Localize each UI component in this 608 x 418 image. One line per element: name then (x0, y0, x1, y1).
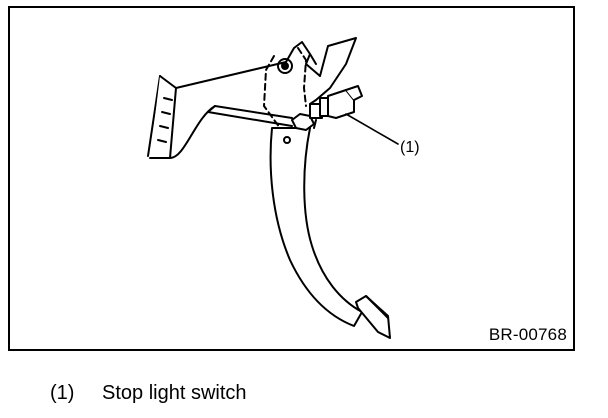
figure-code: BR-00768 (488, 325, 567, 344)
hidden-line (297, 47, 307, 107)
brake-pedal-illustration: (1) (147, 37, 420, 339)
legend: (1) Stop light switch (50, 382, 247, 405)
pedal-lever (269, 127, 363, 327)
callout-label: (1) (400, 139, 420, 156)
pivot-bolt (277, 58, 293, 74)
callout-leader-line (345, 113, 399, 145)
figure-frame: (1) BR-00768 (8, 6, 575, 351)
stop-light-switch (291, 85, 363, 131)
legend-text: Stop light switch (102, 382, 247, 404)
legend-number: (1) (50, 382, 75, 404)
pedal-pad (355, 295, 391, 339)
hidden-line (263, 55, 281, 129)
pedal-bracket-plate (207, 37, 357, 127)
